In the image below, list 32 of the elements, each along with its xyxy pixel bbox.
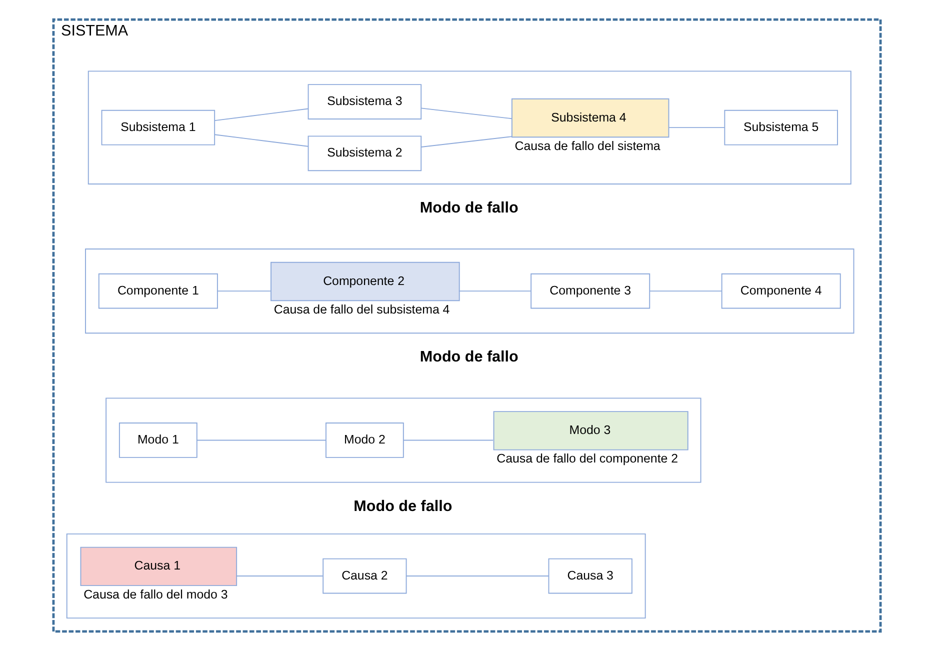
- connector: [420, 136, 512, 148]
- node-box: Modo 2: [325, 422, 404, 458]
- cluster: [105, 398, 701, 483]
- cluster: [87, 70, 851, 184]
- node-label: Causa de fallo del modo 3: [83, 587, 228, 602]
- node-box: Subsistema 5: [724, 110, 838, 146]
- node-label: Causa de fallo del subsistema 4: [273, 302, 450, 316]
- connector: [648, 290, 722, 292]
- connector: [402, 440, 494, 441]
- label: Modo de fallo: [353, 498, 452, 515]
- cluster: [66, 533, 646, 619]
- node-box: Subsistema 2: [307, 136, 422, 172]
- cluster: [84, 248, 854, 334]
- node-box: Componente 1: [98, 273, 218, 309]
- node-label: Causa de fallo del sistema: [514, 138, 660, 153]
- node-box: Componente 3: [530, 273, 650, 309]
- node-box: Modo 1: [118, 422, 197, 458]
- label: Modo de fallo: [419, 199, 518, 216]
- connector: [214, 134, 308, 147]
- connector: [420, 108, 512, 120]
- node-box: Subsistema 1: [100, 110, 215, 146]
- node-box: Subsistema 3: [307, 84, 422, 120]
- connector: [196, 440, 326, 441]
- node-box: Causa 2: [322, 558, 406, 594]
- node-box: Causa 3: [548, 558, 632, 594]
- connector: [214, 108, 308, 122]
- connector: [668, 127, 724, 128]
- node-label: Causa de fallo del componente 2: [496, 452, 678, 466]
- node-box: Componente 4: [720, 273, 840, 309]
- label: Modo de fallo: [419, 348, 518, 366]
- connector: [216, 290, 270, 292]
- connector: [458, 290, 531, 292]
